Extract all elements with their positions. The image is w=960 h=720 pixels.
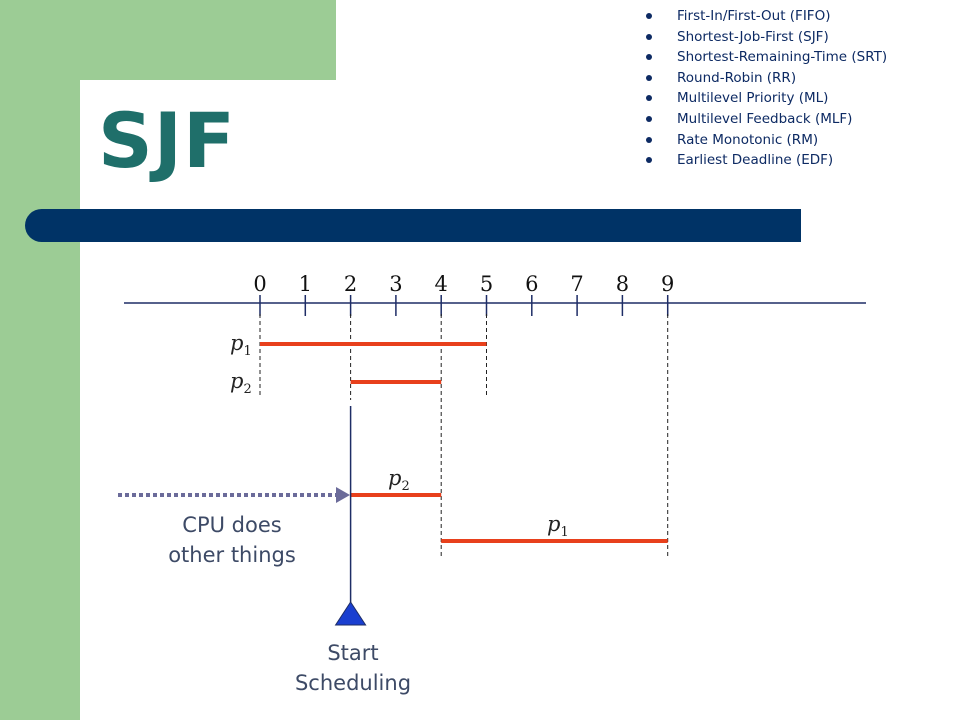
list-item: Round-Robin (RR) bbox=[640, 68, 887, 89]
tick-label: 9 bbox=[661, 272, 674, 296]
cpu-note: CPU does other things bbox=[150, 510, 314, 570]
list-item: First-In/First-Out (FIFO) bbox=[640, 6, 887, 27]
tick-label: 3 bbox=[389, 272, 402, 296]
algorithm-label: Round-Robin (RR) bbox=[677, 69, 797, 86]
cpu-note-line2: other things bbox=[168, 543, 296, 567]
algorithm-label: Shortest-Remaining-Time (SRT) bbox=[677, 49, 888, 66]
start-triangle-icon bbox=[334, 601, 367, 626]
bullet-icon bbox=[646, 115, 652, 122]
start-scheduling-label: Start Scheduling bbox=[272, 638, 434, 698]
slide-title: SJF bbox=[98, 96, 236, 185]
bullet-icon bbox=[646, 33, 652, 40]
algorithm-label: Multilevel Feedback (MLF) bbox=[677, 110, 853, 127]
list-item: Shortest-Job-First (SJF) bbox=[640, 27, 887, 48]
bullet-icon bbox=[646, 136, 652, 143]
algorithm-label: Earliest Deadline (EDF) bbox=[677, 152, 834, 169]
cpu-note-line1: CPU does bbox=[182, 513, 282, 537]
bullet-icon bbox=[646, 74, 652, 81]
process-label: p1 bbox=[547, 512, 569, 540]
tick-label: 4 bbox=[435, 272, 448, 296]
tick-label: 6 bbox=[525, 272, 538, 296]
tick-label: 1 bbox=[299, 272, 312, 296]
start-label-line2: Scheduling bbox=[294, 671, 412, 695]
title-divider-bar bbox=[64, 209, 801, 242]
bullet-icon bbox=[646, 54, 652, 61]
tick-label: 5 bbox=[480, 272, 493, 296]
decor-green-sidebar bbox=[0, 0, 80, 720]
list-item: Multilevel Feedback (MLF) bbox=[640, 109, 887, 130]
algorithm-label: First-In/First-Out (FIFO) bbox=[677, 8, 831, 24]
list-item: Earliest Deadline (EDF) bbox=[640, 150, 887, 171]
slide-panel bbox=[80, 80, 960, 720]
algorithm-list: First-In/First-Out (FIFO) Shortest-Job-F… bbox=[640, 6, 887, 171]
process-label: p2 bbox=[388, 466, 410, 494]
tick-label: 0 bbox=[253, 272, 266, 296]
algorithm-label: Rate Monotonic (RM) bbox=[677, 131, 819, 148]
bullet-icon bbox=[646, 13, 652, 19]
tick-label: 2 bbox=[344, 272, 357, 296]
list-item: Multilevel Priority (ML) bbox=[640, 88, 887, 109]
list-item: Rate Monotonic (RM) bbox=[640, 130, 887, 151]
process-label: p2 bbox=[230, 369, 252, 397]
tick-label: 8 bbox=[616, 272, 629, 296]
process-label: p1 bbox=[230, 331, 252, 359]
bullet-icon bbox=[646, 95, 652, 102]
bullet-icon bbox=[646, 157, 652, 164]
arrow-head-icon bbox=[336, 487, 350, 503]
list-item: Shortest-Remaining-Time (SRT) bbox=[640, 47, 887, 68]
start-label-line1: Start bbox=[327, 641, 379, 665]
algorithm-label: Multilevel Priority (ML) bbox=[677, 90, 829, 107]
tick-label: 7 bbox=[570, 272, 583, 296]
algorithm-label: Shortest-Job-First (SJF) bbox=[677, 28, 829, 45]
